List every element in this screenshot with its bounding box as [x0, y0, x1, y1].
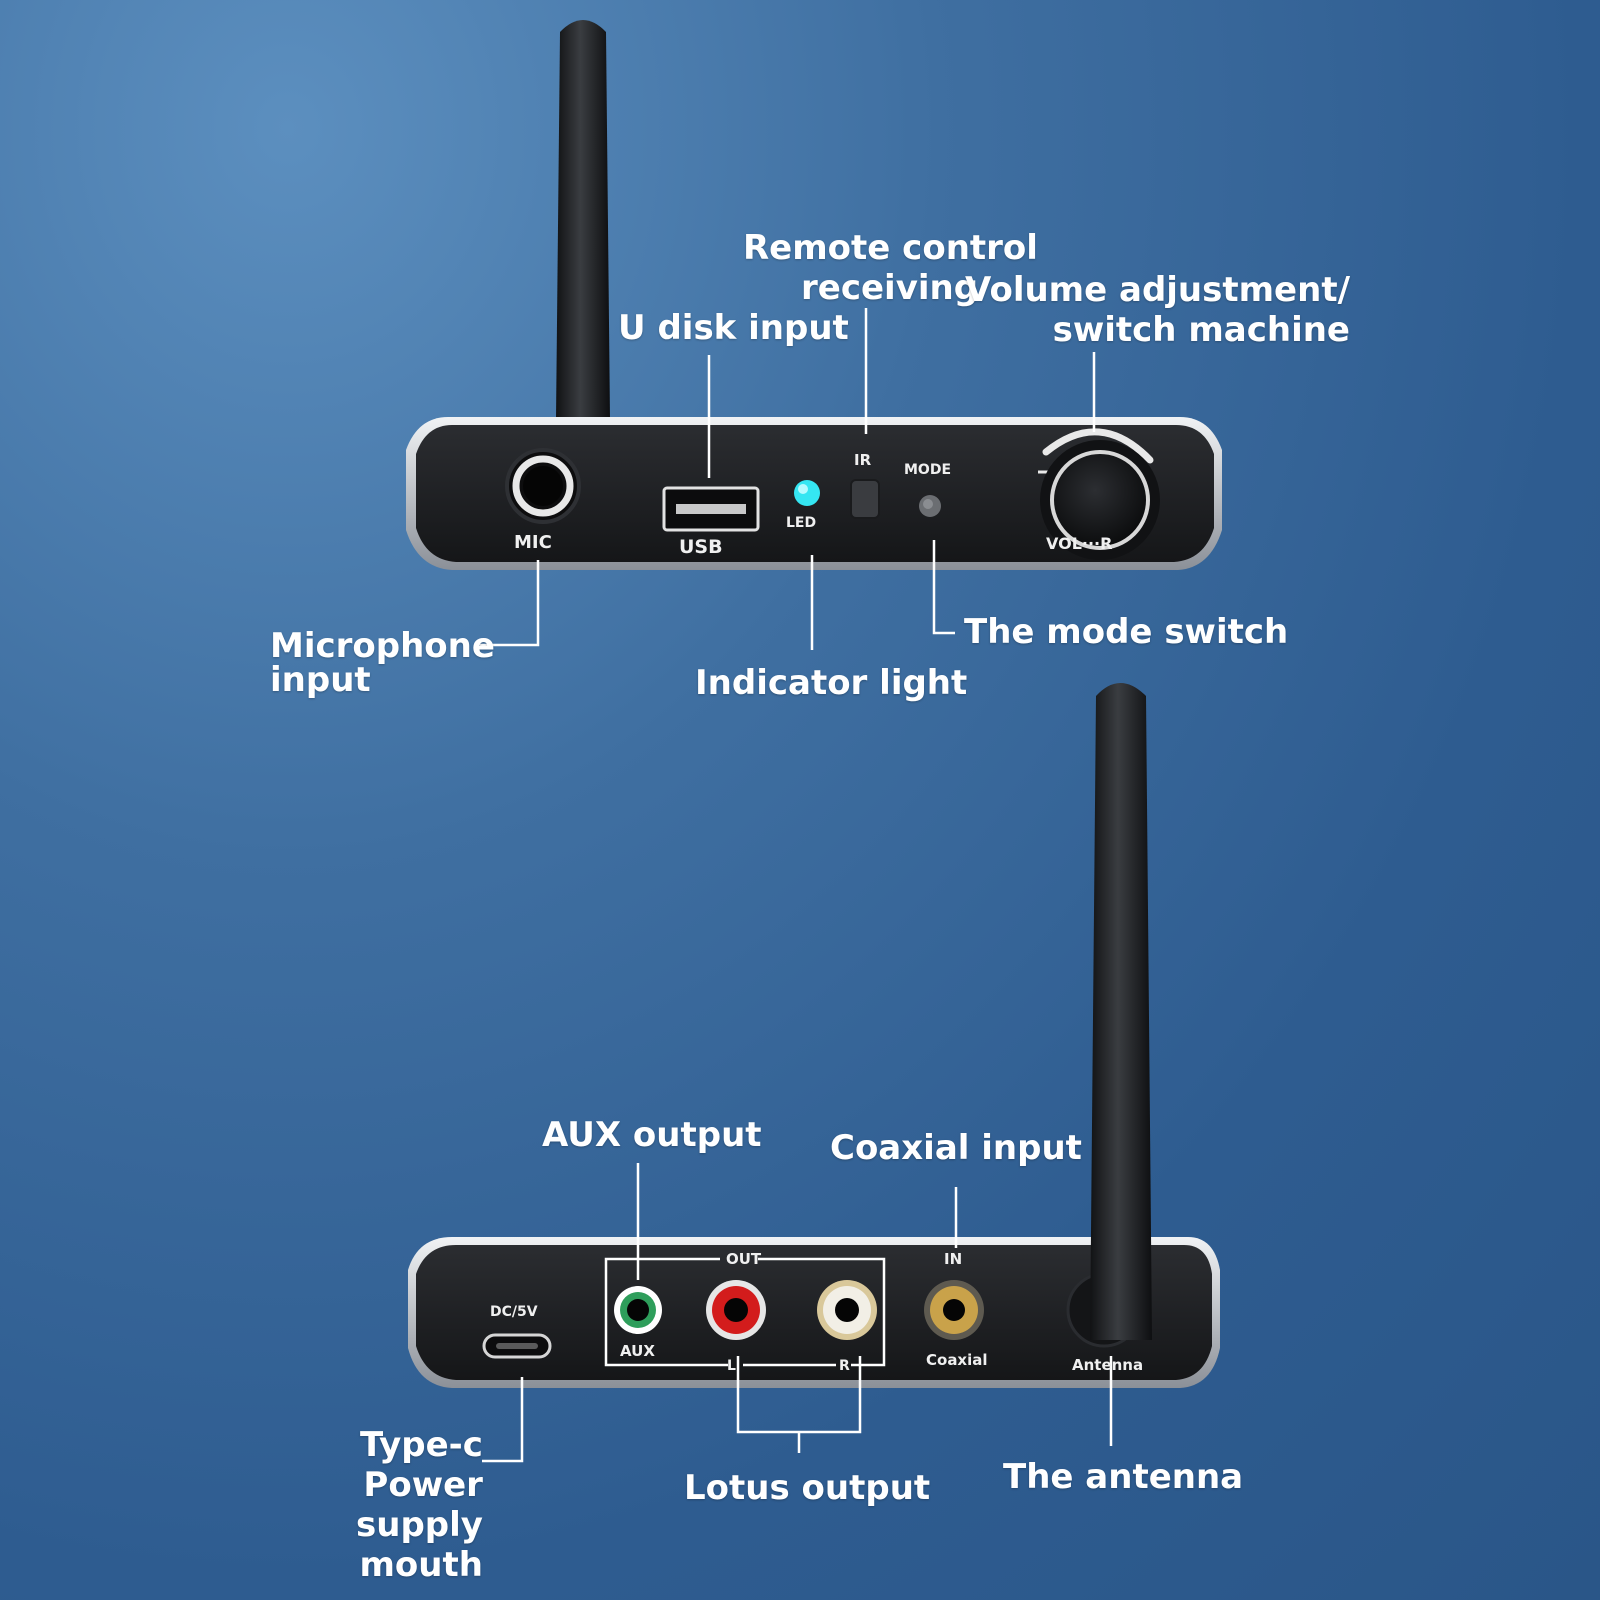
rear-leader-lines — [482, 1163, 1113, 1463]
label-ir: IR — [854, 451, 872, 469]
label-aux: AUX — [620, 1342, 655, 1360]
label-coaxial: Coaxial — [926, 1351, 988, 1369]
label-dc5v: DC/5V — [490, 1304, 538, 1320]
label-mic: MIC — [514, 532, 552, 553]
aux-jack — [614, 1286, 662, 1334]
callout-volume-line2: switch machine — [1052, 310, 1350, 350]
label-mode: MODE — [904, 462, 952, 478]
callout-typec-line4: mouth — [359, 1545, 483, 1585]
coaxial-jack — [924, 1280, 984, 1340]
label-vol: VOL···R — [1046, 534, 1113, 553]
callout-aux-output: AUX output — [542, 1115, 762, 1155]
ir-window — [850, 479, 880, 519]
front-leader-lines — [480, 308, 1096, 650]
callout-volume-line1: Volume adjustment/ — [965, 270, 1350, 310]
callout-typec-line3: supply — [356, 1505, 483, 1545]
callout-microphone: Microphone input — [270, 626, 495, 700]
callout-mode-switch: The mode switch — [964, 612, 1289, 652]
usb-port — [662, 486, 760, 532]
callout-remote-line1: Remote control — [743, 228, 1038, 268]
callout-coaxial-input: Coaxial input — [830, 1128, 1082, 1168]
callout-microphone-line2: input — [270, 660, 371, 700]
callout-microphone-line1: Microphone — [270, 626, 495, 666]
callout-indicator: Indicator light — [695, 663, 968, 703]
front-panel — [406, 20, 1222, 570]
label-antenna: Antenna — [1072, 1356, 1144, 1374]
rear-panel-body — [416, 1245, 1212, 1380]
volume-knob — [1038, 428, 1160, 560]
callout-volume: Volume adjustment/ switch machine — [965, 270, 1350, 350]
callout-typec: Type-c Power supply mouth — [356, 1425, 483, 1585]
callout-remote-control: Remote control receiving — [743, 228, 1038, 308]
label-in: IN — [944, 1250, 963, 1268]
callout-typec-line1: Type-c — [359, 1425, 483, 1465]
rear-panel — [408, 683, 1220, 1388]
callout-remote-line2: receiving — [801, 268, 979, 308]
mic-jack — [505, 448, 581, 524]
label-out: OUT — [726, 1250, 762, 1268]
rca-right-jack — [817, 1280, 877, 1340]
front-antenna — [556, 20, 610, 420]
typec-port — [482, 1333, 552, 1359]
callout-typec-line2: Power — [363, 1465, 483, 1505]
label-r: R — [839, 1358, 850, 1374]
callout-u-disk: U disk input — [618, 308, 849, 348]
rear-antenna — [1066, 683, 1152, 1348]
label-usb: USB — [679, 536, 723, 558]
callout-lotus-output: Lotus output — [684, 1468, 931, 1508]
mode-button — [919, 495, 941, 517]
callout-antenna: The antenna — [1003, 1457, 1244, 1497]
rca-left-jack — [706, 1280, 766, 1340]
out-bracket — [604, 1257, 886, 1367]
label-l: L — [727, 1358, 736, 1374]
label-led: LED — [786, 515, 817, 531]
led-indicator — [794, 480, 820, 506]
